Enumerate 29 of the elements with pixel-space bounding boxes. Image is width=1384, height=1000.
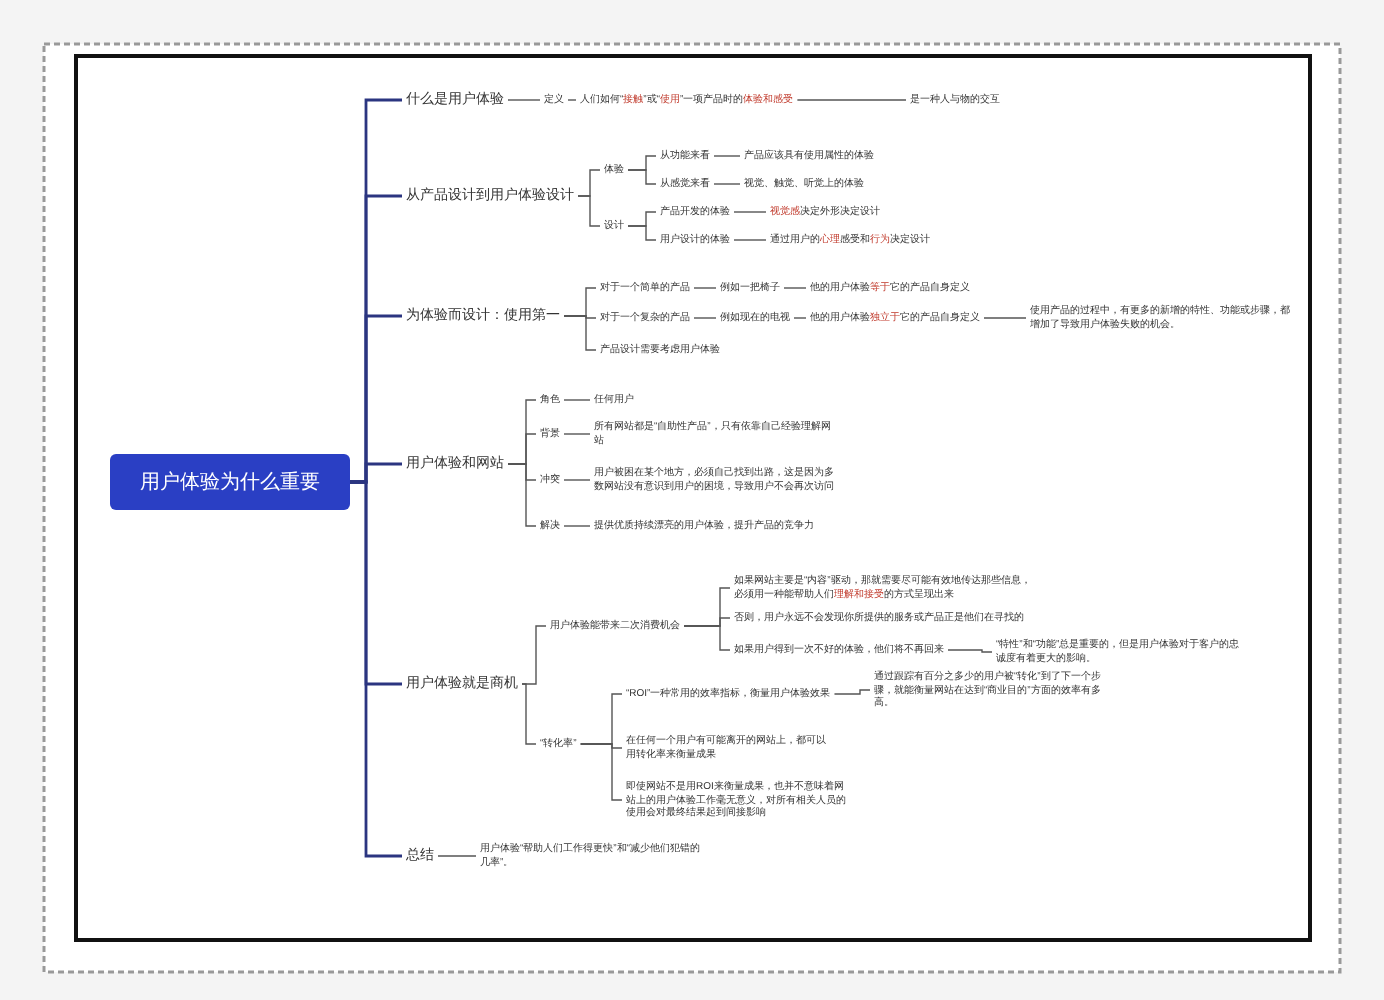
connector-line <box>713 183 741 185</box>
connector-line <box>793 317 807 319</box>
connector-line <box>563 315 597 351</box>
connector-line <box>713 155 741 157</box>
connector-line <box>693 317 717 319</box>
connector-line <box>507 463 537 527</box>
connector-line <box>683 625 731 651</box>
connector-line <box>983 317 1027 319</box>
connector-line <box>521 625 547 685</box>
connector-line <box>567 99 577 101</box>
connector-line <box>507 99 541 101</box>
connector-line <box>947 649 993 653</box>
connector-line <box>833 689 871 695</box>
root-topic-box: 用户体验为什么重要 <box>110 454 350 510</box>
connector-line <box>733 211 767 213</box>
connector-line <box>693 287 717 289</box>
connector-line <box>521 683 537 745</box>
connector-line <box>437 855 477 857</box>
connector-line <box>563 479 591 481</box>
connector-line <box>577 195 601 227</box>
connector-line <box>733 239 767 241</box>
connector-line <box>796 99 907 101</box>
connector-line <box>563 399 591 401</box>
connector-line <box>563 525 591 527</box>
connector-line <box>783 287 807 289</box>
connector-line <box>627 225 657 241</box>
connector-line <box>580 743 623 801</box>
connector-line <box>563 433 591 435</box>
connector-line <box>627 169 657 185</box>
